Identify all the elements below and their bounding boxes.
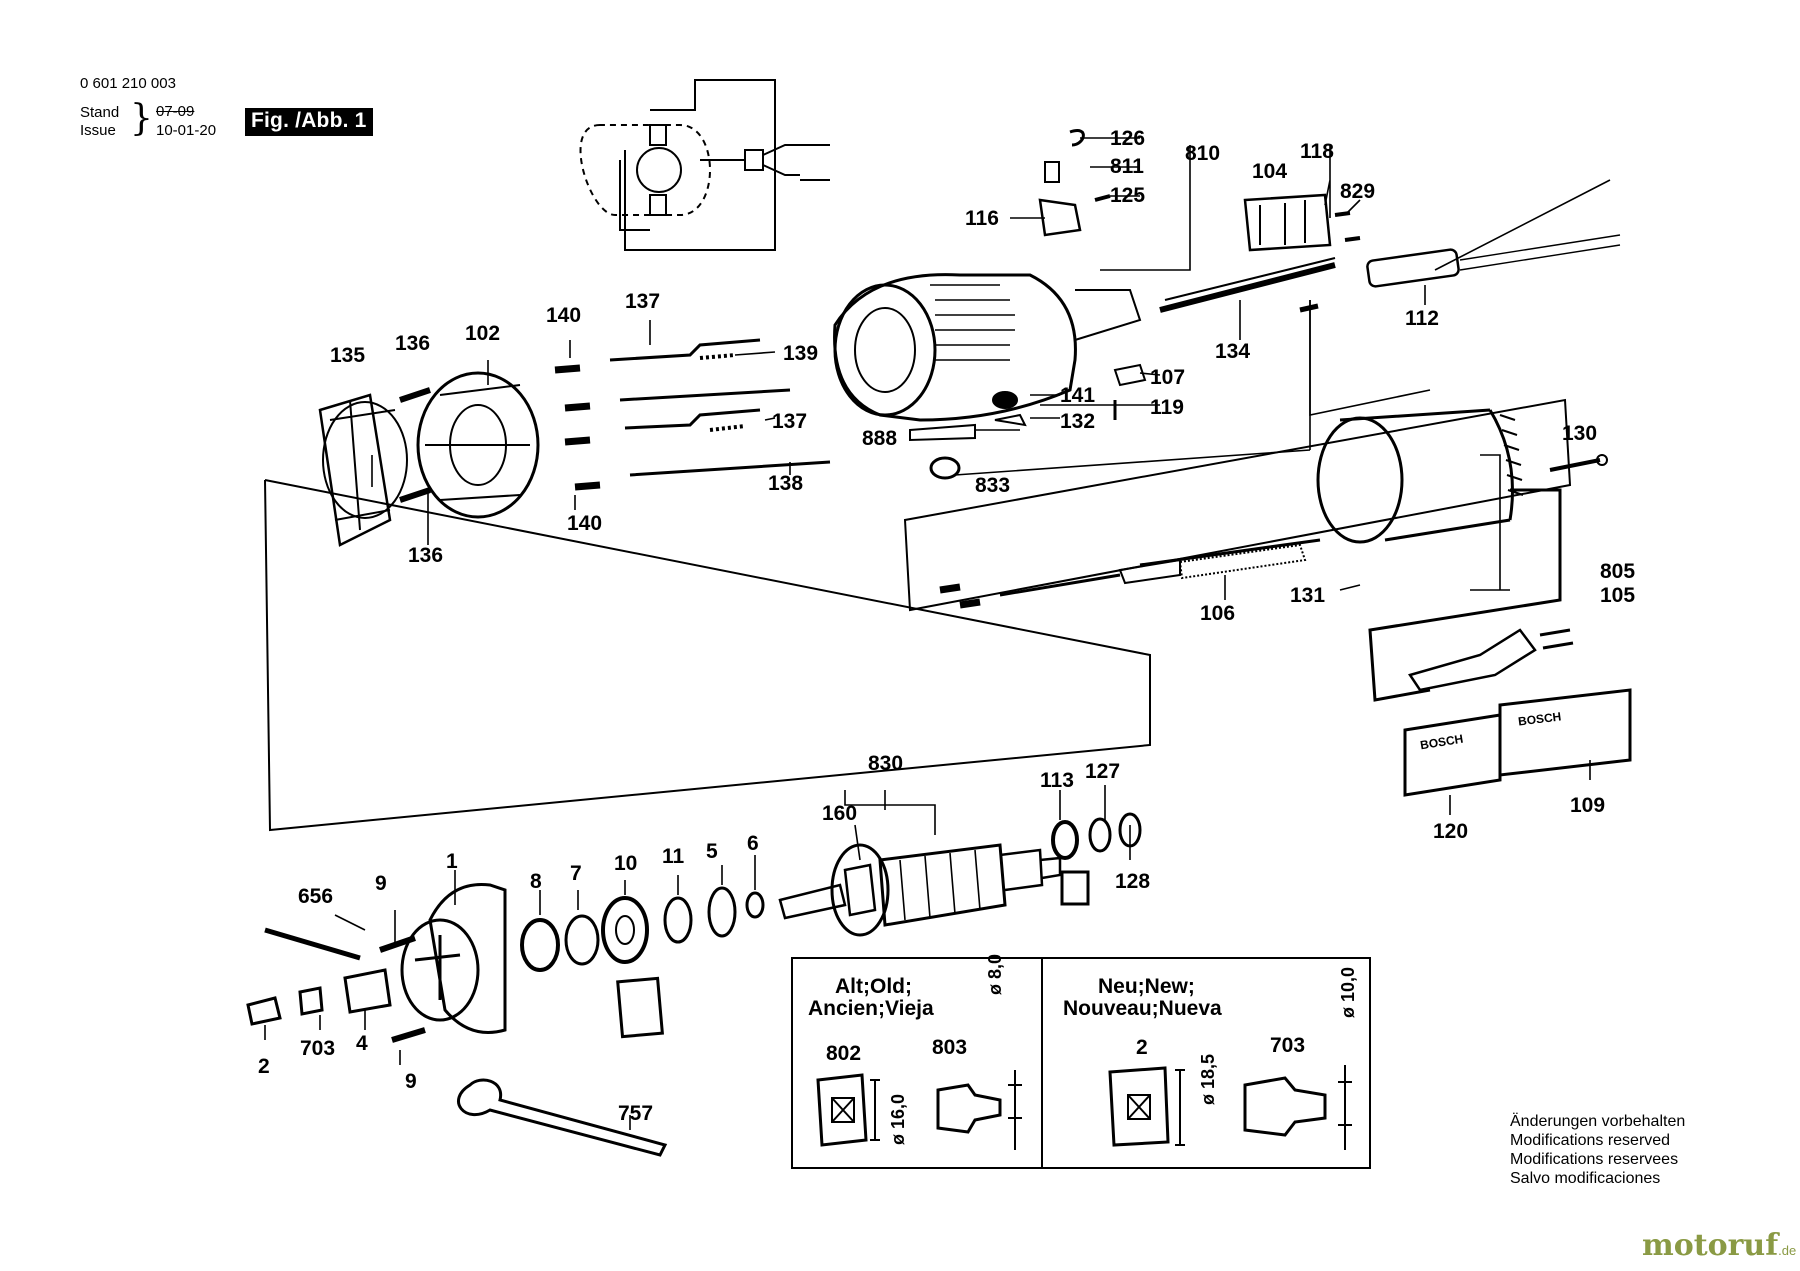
power-cord-part [1368,488,1574,702]
label-829: 829 [1340,180,1375,203]
brace-icon: } [130,98,153,139]
assembly-frame-lower [264,479,1151,832]
label-757: 757 [618,1102,653,1125]
label-135: 135 [330,344,365,367]
leader-lines [264,137,1591,1130]
new-dim-nut: ø 18,5 [1198,1053,1218,1105]
label-104: 104 [1252,160,1287,183]
label-113: 113 [1040,769,1074,792]
label-125: 125 [1110,184,1145,207]
assembly-frame-upper [1309,179,1611,416]
stand-value: 07-09 [156,103,195,120]
label-140a: 140 [546,304,581,327]
old-heading-2: Ancien;Vieja [808,997,934,1020]
label-8: 8 [530,870,542,893]
modification-notes: Änderungen vorbehalten Modifications res… [1510,1112,1685,1188]
label-811: 811 [1110,155,1144,178]
label-128: 128 [1115,870,1150,893]
watermark-tld: .de [1778,1243,1797,1258]
old-heading-1: Alt;Old; [835,975,912,998]
label-888: 888 [862,427,897,450]
new-part-b: 703 [1270,1034,1306,1057]
label-120: 120 [1433,820,1468,843]
note-de: Änderungen vorbehalten [1510,1113,1686,1130]
label-833: 833 [975,474,1010,497]
label-140b: 140 [567,512,602,535]
label-830: 830 [868,752,903,775]
label-109: 109 [1570,794,1605,817]
new-heading-1: Neu;New; [1098,975,1195,998]
label-119: 119 [1150,396,1184,419]
old-part-b: 803 [932,1036,968,1059]
label-105: 105 [1600,584,1635,607]
label-138: 138 [768,472,803,495]
wiring-schematic [579,79,830,251]
motor-housing-part [833,273,1142,422]
old-part-a: 802 [826,1042,862,1065]
label-6: 6 [747,832,759,855]
label-132: 132 [1060,410,1095,433]
label-130: 130 [1562,422,1597,445]
label-139: 139 [783,342,818,365]
new-dim-shaft: ø 10,0 [1338,966,1358,1018]
part-number: 0 601 210 003 [80,75,176,92]
issue-label: Issue [80,122,116,139]
label-5: 5 [706,840,718,863]
label-656: 656 [298,885,333,908]
label-116: 116 [965,207,999,230]
label-118: 118 [1300,140,1334,163]
label-112: 112 [1405,307,1439,330]
label-137b: 137 [772,410,807,433]
watermark-main: motoruf [1642,1228,1779,1263]
note-fr: Modifications reservees [1510,1151,1679,1168]
new-part-a: 2 [1136,1036,1148,1059]
end-bell-part [318,393,408,547]
old-dim-nut: ø 16,0 [888,1093,908,1145]
label-160: 160 [822,802,857,825]
label-127: 127 [1085,760,1120,783]
label-106: 106 [1200,602,1235,625]
label-136b: 136 [408,544,443,567]
collet-comparison-table [791,957,1371,1169]
label-4: 4 [356,1032,368,1055]
label-107: 107 [1150,366,1185,389]
label-126: 126 [1110,127,1145,150]
assembly-frame-cord [903,398,1572,612]
label-805: 805 [1600,560,1635,583]
old-dim-shaft: ø 8,0 [985,953,1005,995]
note-es: Salvo modificaciones [1510,1170,1661,1187]
label-9b: 9 [405,1070,417,1093]
new-heading-2: Nouveau;Nueva [1063,997,1222,1020]
issue-value: 10-01-20 [156,122,217,139]
figure-label: Fig. /Abb. 1 [245,108,373,136]
label-10: 10 [614,852,637,875]
armature-part [778,843,1062,937]
label-102: 102 [465,322,500,345]
stator-part [416,371,540,519]
watermark-logo: motoruf.de [1642,1228,1796,1263]
label-7: 7 [570,862,582,885]
stand-label: Stand [80,104,120,121]
label-2: 2 [258,1055,270,1078]
note-en: Modifications reserved [1510,1132,1671,1149]
label-137a: 137 [625,290,660,313]
label-1: 1 [446,850,458,873]
label-11: 11 [662,845,685,868]
label-703: 703 [300,1037,335,1060]
handle-cover-part [1316,408,1524,544]
flange-part [400,882,507,1034]
part-number-labels: 126 810 811 125 118 104 829 116 112 134 … [258,127,1635,1125]
label-136a: 136 [395,332,430,355]
label-134: 134 [1215,340,1250,363]
label-131: 131 [1290,584,1325,607]
label-141: 141 [1060,384,1095,407]
label-9a: 9 [375,872,387,895]
label-810: 810 [1185,142,1220,165]
